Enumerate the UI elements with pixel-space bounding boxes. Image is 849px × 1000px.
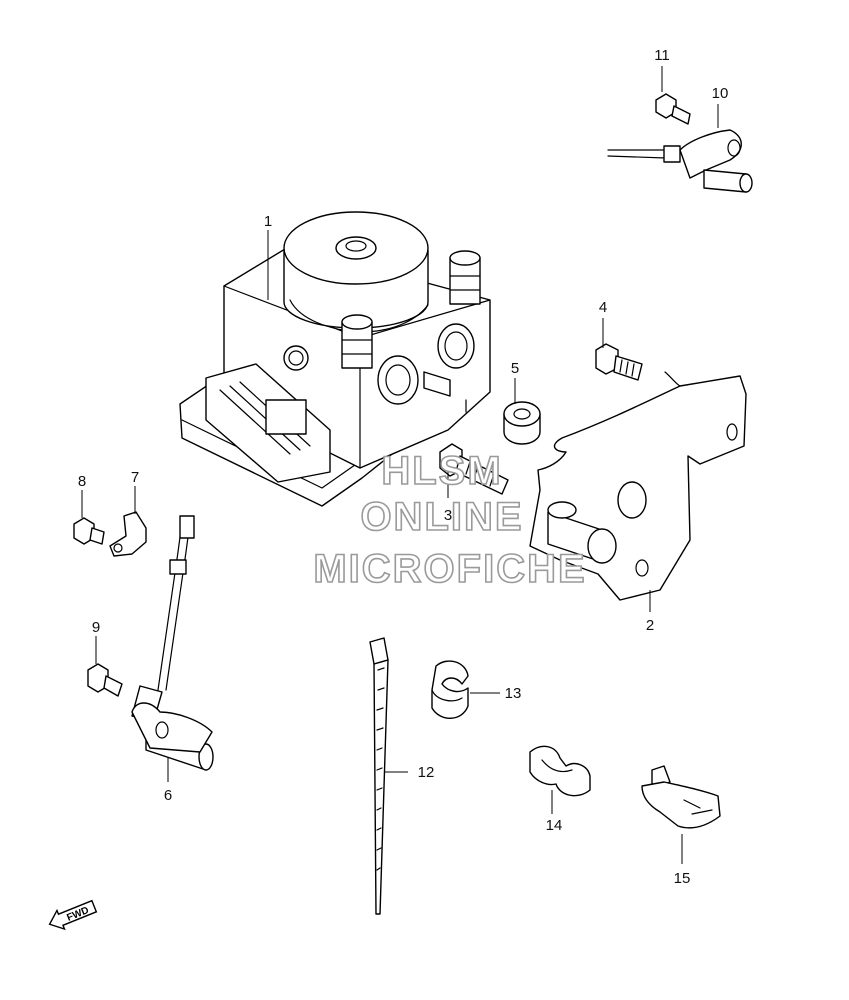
cable-tie-part-12[interactable] (369, 637, 389, 915)
callout-6: 6 (164, 787, 172, 804)
callout-5: 5 (511, 360, 519, 377)
fwd-direction-marker: FWD (48, 899, 98, 931)
callout-3: 3 (444, 507, 452, 524)
callout-9: 9 (92, 619, 100, 636)
wheel-speed-sensor-part-6[interactable] (131, 515, 214, 771)
callout-8: 8 (78, 473, 86, 490)
clip-part-13[interactable] (431, 660, 469, 719)
fwd-arrow-icon (48, 899, 98, 931)
callout-14: 14 (546, 817, 563, 834)
bolt-part-4[interactable] (595, 343, 643, 381)
abs-hydraulic-unit-part-1[interactable] (179, 211, 491, 507)
watermark-line-2: ONLINE (360, 495, 523, 539)
watermark-line-3: MICROFICHE (313, 547, 586, 591)
callout-2: 2 (646, 617, 654, 634)
watermark-line-1: HLSM (381, 449, 502, 493)
wheel-speed-sensor-part-10[interactable] (607, 129, 753, 193)
bolt-part-9[interactable] (87, 663, 123, 697)
clip-part-15[interactable] (641, 765, 721, 829)
ecu-connector (205, 363, 331, 483)
clamp-part-7[interactable] (109, 511, 147, 557)
fwd-label: FWD (65, 905, 90, 924)
callout-15: 15 (674, 870, 691, 887)
callout-numbers: 1 2 3 4 5 6 7 8 9 10 11 12 13 14 15 (78, 47, 729, 887)
callout-10: 10 (712, 85, 729, 102)
callout-4: 4 (599, 299, 607, 316)
callout-12: 12 (418, 764, 435, 781)
callout-1: 1 (264, 213, 272, 230)
bracket-part-2[interactable] (529, 371, 747, 601)
callout-7: 7 (131, 469, 139, 486)
bolt-part-11[interactable] (655, 93, 691, 125)
callout-13: 13 (505, 685, 522, 702)
grommet-part-5[interactable] (503, 401, 541, 445)
clip-part-14[interactable] (529, 745, 591, 797)
port-fitting-left (341, 314, 373, 369)
bolt-part-3[interactable] (439, 443, 509, 495)
leader-lines (81, 66, 719, 864)
bolt-part-8[interactable] (73, 517, 105, 545)
port-fitting-right (449, 250, 481, 305)
watermark: HLSM ONLINE MICROFICHE (313, 448, 586, 592)
callout-11: 11 (654, 47, 670, 64)
